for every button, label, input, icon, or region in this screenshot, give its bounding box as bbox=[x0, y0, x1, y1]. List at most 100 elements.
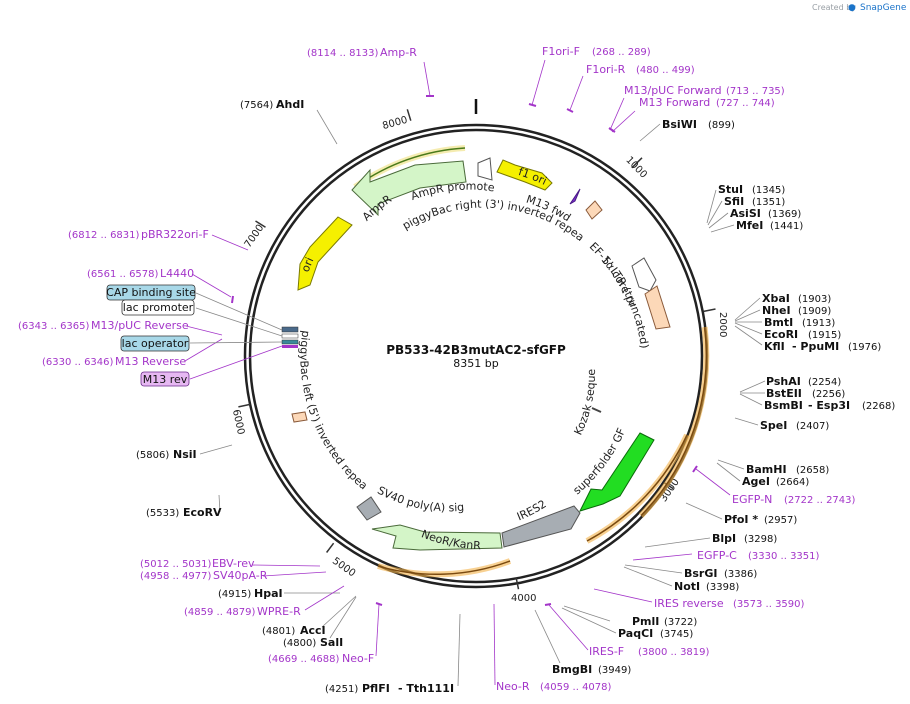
primer-m13puc-rev: M13/pUC Reverse bbox=[91, 319, 189, 332]
svg-text:(3800 .. 3819): (3800 .. 3819) bbox=[638, 647, 710, 658]
feature-neor bbox=[371, 524, 503, 551]
primer-m13puc-fwd: M13/pUC Forward bbox=[624, 84, 722, 97]
svg-text:(1909): (1909) bbox=[798, 306, 831, 317]
box-m13-rev bbox=[140, 371, 190, 387]
svg-text:(3330 .. 3351): (3330 .. 3351) bbox=[748, 551, 820, 562]
site-mfei: MfeI bbox=[736, 219, 763, 232]
feature-ampr bbox=[351, 160, 467, 217]
plasmid-name: PB533-42B3mutAC2-sfGFP bbox=[386, 343, 566, 357]
site-hpai: HpaI bbox=[254, 587, 283, 600]
site-bsiwi: BsiWI bbox=[662, 118, 697, 131]
svg-text:(2664): (2664) bbox=[776, 477, 809, 488]
svg-text:(2256): (2256) bbox=[812, 389, 845, 400]
primer-ebv-rev: EBV-rev bbox=[212, 557, 255, 570]
site-bamhi: BamHI bbox=[746, 463, 787, 476]
svg-text:(4800): (4800) bbox=[283, 638, 316, 649]
svg-text:- Esp3I: - Esp3I bbox=[808, 399, 850, 412]
restriction-sites: BsiWI (899) StuI (1345) SfiI (1351) AsiS… bbox=[136, 98, 895, 695]
site-ecori: EcoRI bbox=[764, 328, 798, 341]
svg-text:(4958 .. 4977): (4958 .. 4977) bbox=[140, 571, 212, 582]
svg-text:(1976): (1976) bbox=[848, 342, 881, 353]
svg-text:(1903): (1903) bbox=[798, 294, 831, 305]
svg-text:(4801): (4801) bbox=[262, 626, 295, 637]
site-pfoi: PfoI * bbox=[724, 513, 758, 526]
site-stui: StuI bbox=[718, 183, 743, 196]
tick-label-7000: 7000 bbox=[243, 223, 267, 250]
site-spei: SpeI bbox=[760, 419, 787, 432]
primer-m13-rev: M13 Reverse bbox=[115, 355, 186, 368]
svg-text:(8114 .. 8133): (8114 .. 8133) bbox=[307, 48, 379, 59]
site-asisi: AsiSI bbox=[730, 207, 761, 220]
svg-text:(899): (899) bbox=[708, 120, 735, 131]
site-nhei: NheI bbox=[762, 304, 791, 317]
svg-text:(5806): (5806) bbox=[136, 450, 169, 461]
svg-text:- Tth111I: - Tth111I bbox=[398, 682, 454, 695]
site-agei: AgeI bbox=[742, 475, 770, 488]
box-label-lac-promoter: lac promoter bbox=[123, 301, 194, 314]
svg-text:(4669 .. 4688): (4669 .. 4688) bbox=[268, 654, 340, 665]
svg-text:(6812 .. 6831): (6812 .. 6831) bbox=[68, 230, 140, 241]
primer-f1ori-f: F1ori-F bbox=[542, 45, 580, 58]
primer-egfp-c: EGFP-C bbox=[697, 549, 737, 562]
box-lac-operator bbox=[120, 335, 190, 352]
primer-pbr322ori-f: pBR322ori-F bbox=[141, 228, 209, 241]
svg-text:(480 .. 499): (480 .. 499) bbox=[636, 65, 695, 76]
feature-sfgfp bbox=[579, 432, 655, 512]
box-label-m13-rev: M13 rev bbox=[143, 373, 188, 386]
site-bmti: BmtI bbox=[764, 316, 793, 329]
label-ori: ori bbox=[299, 255, 317, 273]
feature-lac-promoter bbox=[281, 333, 299, 339]
svg-text:(5012 .. 5031): (5012 .. 5031) bbox=[140, 559, 212, 570]
svg-text:(3949): (3949) bbox=[598, 665, 631, 676]
svg-text:(6330 .. 6346): (6330 .. 6346) bbox=[42, 357, 114, 368]
svg-text:(2658): (2658) bbox=[796, 465, 829, 476]
feature-lac-operator bbox=[281, 339, 299, 345]
svg-text:(3573 .. 3590): (3573 .. 3590) bbox=[733, 599, 805, 610]
primer-egfp-n: EGFP-N bbox=[732, 493, 772, 506]
box-label-lac-operator: lac operator bbox=[122, 337, 189, 350]
feature-kozak bbox=[591, 407, 602, 413]
feature-sv40pa bbox=[356, 496, 382, 521]
svg-text:(713 .. 735): (713 .. 735) bbox=[726, 86, 785, 97]
svg-text:(2254): (2254) bbox=[808, 377, 841, 388]
site-ahdi: AhdI bbox=[276, 98, 304, 111]
primer-wpre-r: WPRE-R bbox=[257, 605, 301, 618]
svg-text:(268 .. 289): (268 .. 289) bbox=[592, 47, 651, 58]
svg-text:(3386): (3386) bbox=[724, 569, 757, 580]
tick-label-4000: 4000 bbox=[511, 593, 536, 604]
primer-neo-f: Neo-F bbox=[342, 652, 374, 665]
site-bmgbi: BmgBI bbox=[552, 663, 592, 676]
feature-m13-rev-mark bbox=[282, 345, 298, 348]
feature-ef1a bbox=[631, 257, 657, 292]
site-bsrgi: BsrGI bbox=[684, 567, 717, 580]
svg-text:(4859 .. 4879): (4859 .. 4879) bbox=[184, 607, 256, 618]
snapgene-logo-icon: ● bbox=[848, 3, 856, 13]
svg-text:(5533): (5533) bbox=[146, 508, 179, 519]
feature-pb-left bbox=[291, 411, 308, 423]
orf-arcs bbox=[353, 145, 710, 578]
svg-text:(1913): (1913) bbox=[802, 318, 835, 329]
feature-cap-site bbox=[281, 326, 299, 333]
feature-ori bbox=[297, 216, 353, 291]
svg-text:- PpuMI: - PpuMI bbox=[792, 340, 839, 353]
tick-label-1000: 1000 bbox=[623, 155, 649, 181]
primer-ires-f: IRES-F bbox=[589, 645, 624, 658]
primer-neo-r: Neo-R bbox=[496, 680, 530, 693]
label-pb-right: piggyBac right (3') inverted repeat bbox=[0, 0, 587, 244]
site-ecorv: EcoRV bbox=[183, 506, 222, 519]
feature-f1-ori bbox=[496, 159, 553, 191]
svg-text:(2407): (2407) bbox=[796, 421, 829, 432]
svg-text:(2268): (2268) bbox=[862, 401, 895, 412]
site-sfii: SfiI bbox=[724, 195, 744, 208]
svg-text:(3745): (3745) bbox=[660, 629, 693, 640]
primer-amp-r: Amp-R bbox=[380, 46, 417, 59]
svg-text:(4059 .. 4078): (4059 .. 4078) bbox=[540, 682, 612, 693]
tick-label-8000: 8000 bbox=[381, 115, 408, 132]
feature-arrows bbox=[231, 95, 698, 606]
site-acci: AccI bbox=[300, 624, 326, 637]
svg-text:(727 .. 744): (727 .. 744) bbox=[716, 98, 775, 109]
primer-f1ori-r: F1ori-R bbox=[586, 63, 626, 76]
feature-ampr-promoter bbox=[477, 157, 493, 181]
primer-sv40pa-r: SV40pA-R bbox=[213, 569, 268, 582]
